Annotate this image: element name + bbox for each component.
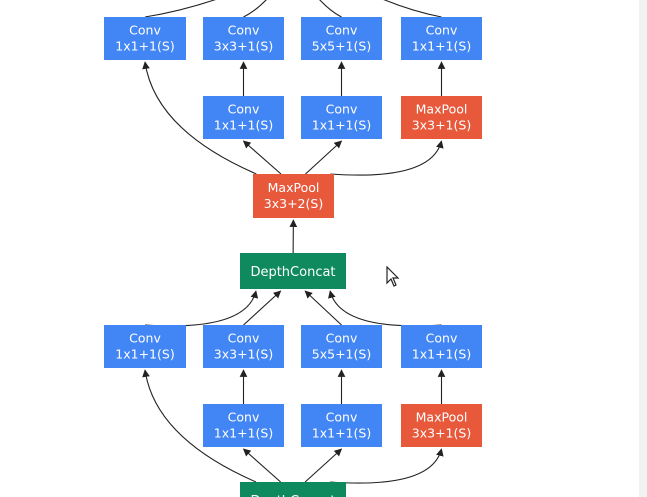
node-label-line2: 3x3+2(S) bbox=[264, 196, 323, 211]
node-box bbox=[104, 17, 186, 60]
node-box bbox=[203, 17, 284, 60]
node-label-line2: 1x1+1(S) bbox=[115, 347, 174, 362]
node-label-line1: Conv bbox=[326, 23, 358, 38]
edge-bot-conv-1x1-a-to-depth-concat bbox=[144, 290, 259, 327]
node-box bbox=[104, 325, 186, 368]
edges-layer bbox=[142, 0, 446, 484]
node-box bbox=[240, 253, 346, 289]
node-box bbox=[203, 325, 284, 368]
node-label-line2: 5x5+1(S) bbox=[312, 347, 371, 362]
node-label-line1: Conv bbox=[426, 23, 458, 38]
node-label-line1: Conv bbox=[228, 102, 260, 117]
node-label-line1: Conv bbox=[326, 331, 358, 346]
node-label-line1: Conv bbox=[129, 331, 161, 346]
edge-offscreen bbox=[243, 0, 267, 18]
scrollbar-track[interactable] bbox=[639, 0, 647, 497]
edge-bot-conv-1x1-d-to-depth-concat bbox=[328, 290, 442, 327]
node-box bbox=[401, 17, 482, 60]
mouse-cursor-icon bbox=[386, 266, 400, 287]
edge-mid-maxpool-to-top-reduce-2 bbox=[305, 140, 343, 175]
node-label-line2: 1x1+1(S) bbox=[312, 118, 371, 133]
edge-offscreen bbox=[383, 0, 442, 18]
node-box bbox=[301, 96, 382, 139]
node-label-line2: 5x5+1(S) bbox=[312, 39, 371, 54]
node-label-line1: Conv bbox=[228, 331, 260, 346]
node-box bbox=[301, 404, 382, 447]
node-label-line2: 1x1+1(S) bbox=[312, 426, 371, 441]
node-label-line1: MaxPool bbox=[416, 102, 468, 117]
node-box bbox=[401, 96, 482, 139]
node-box bbox=[301, 325, 382, 368]
edge-bottom-concat-to-bot-conv-1x1-a bbox=[142, 369, 257, 483]
node-label-line1: Conv bbox=[326, 102, 358, 117]
edge-bot-conv-3x3-to-depth-concat bbox=[243, 290, 282, 326]
node-bottom-concat: DepthConcat bbox=[240, 482, 346, 497]
edge-mid-maxpool-to-top-pool bbox=[330, 140, 444, 176]
node-label-line2: 1x1+1(S) bbox=[412, 347, 471, 362]
node-box bbox=[240, 482, 346, 497]
edge-offscreen bbox=[144, 0, 216, 18]
node-box bbox=[301, 17, 382, 60]
node-label-line1: Conv bbox=[326, 410, 358, 425]
edge-bottom-concat-to-bot-reduce-2 bbox=[304, 448, 343, 483]
node-box bbox=[203, 404, 284, 447]
edge-bot-conv-5x5-to-depth-concat bbox=[304, 290, 342, 326]
node-label-line2: 1x1+1(S) bbox=[214, 426, 273, 441]
edge-bottom-concat-to-bot-reduce-1 bbox=[242, 448, 281, 483]
node-label: DepthConcat bbox=[250, 494, 335, 497]
node-label-line1: Conv bbox=[426, 331, 458, 346]
edge-mid-maxpool-to-top-conv-1x1-a bbox=[142, 61, 257, 175]
node-box bbox=[203, 96, 284, 139]
node-label-line1: Conv bbox=[228, 23, 260, 38]
node-label-line1: Conv bbox=[228, 410, 260, 425]
node-label-line1: MaxPool bbox=[268, 180, 320, 195]
node-label-line2: 1x1+1(S) bbox=[412, 39, 471, 54]
node-label-line2: 1x1+1(S) bbox=[115, 39, 174, 54]
node-label-line2: 3x3+1(S) bbox=[412, 118, 471, 133]
node-label-line1: MaxPool bbox=[416, 410, 468, 425]
edge-offscreen bbox=[319, 0, 342, 18]
node-label: DepthConcat bbox=[250, 265, 335, 280]
node-label-line2: 3x3+1(S) bbox=[214, 39, 273, 54]
node-box bbox=[253, 174, 334, 218]
node-label-line2: 1x1+1(S) bbox=[214, 118, 273, 133]
node-box bbox=[401, 404, 482, 447]
edge-mid-maxpool-to-top-reduce-1 bbox=[242, 140, 282, 175]
edge-bottom-concat-to-bot-pool bbox=[330, 448, 444, 484]
node-depth-concat: DepthConcat bbox=[240, 253, 346, 289]
node-label-line2: 3x3+1(S) bbox=[412, 426, 471, 441]
node-label-line2: 3x3+1(S) bbox=[214, 347, 273, 362]
nodes-layer: Conv1x1+1(S)Conv3x3+1(S)Conv5x5+1(S)Conv… bbox=[104, 17, 482, 497]
node-label-line1: Conv bbox=[129, 23, 161, 38]
node-box bbox=[401, 325, 482, 368]
